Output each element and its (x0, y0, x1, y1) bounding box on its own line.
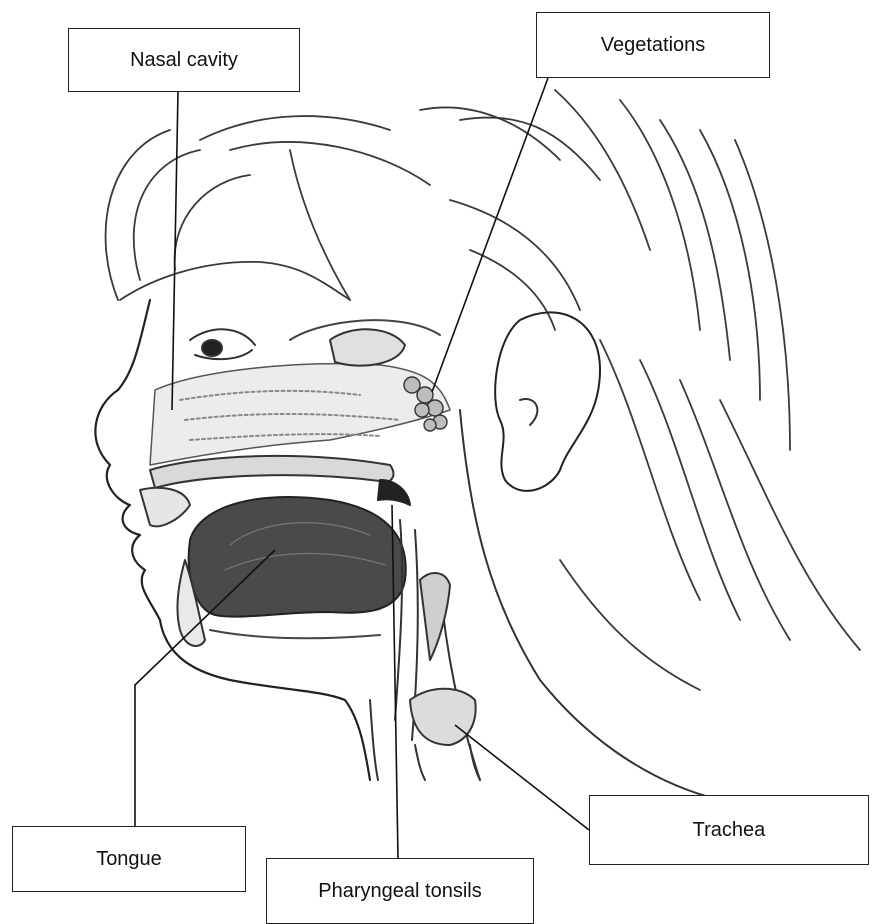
label-tongue: Tongue (12, 826, 246, 892)
neck-back (460, 410, 720, 800)
soft-palate (378, 480, 410, 505)
leader-trachea (455, 725, 589, 830)
upper-jaw (140, 488, 190, 526)
trachea-tube (415, 745, 480, 780)
ear (495, 312, 600, 491)
label-tongue-text: Tongue (96, 848, 162, 871)
sphenoid-sinus (330, 329, 405, 365)
leader-nasal-cavity (172, 92, 178, 410)
label-pharyngeal-tonsils-text: Pharyngeal tonsils (318, 880, 481, 903)
tongue-region (189, 497, 406, 617)
label-nasal-cavity-text: Nasal cavity (130, 49, 238, 72)
label-trachea: Trachea (589, 795, 869, 865)
eye (190, 329, 255, 359)
hard-palate (150, 456, 394, 488)
leader-vegetations (432, 78, 548, 392)
label-trachea-text: Trachea (693, 819, 766, 842)
label-nasal-cavity: Nasal cavity (68, 28, 300, 92)
larynx (410, 689, 476, 745)
epiglottis (420, 573, 450, 660)
label-pharyngeal-tonsils: Pharyngeal tonsils (266, 858, 534, 924)
label-vegetations: Vegetations (536, 12, 770, 78)
esophagus (370, 700, 378, 780)
label-vegetations-text: Vegetations (601, 34, 706, 57)
